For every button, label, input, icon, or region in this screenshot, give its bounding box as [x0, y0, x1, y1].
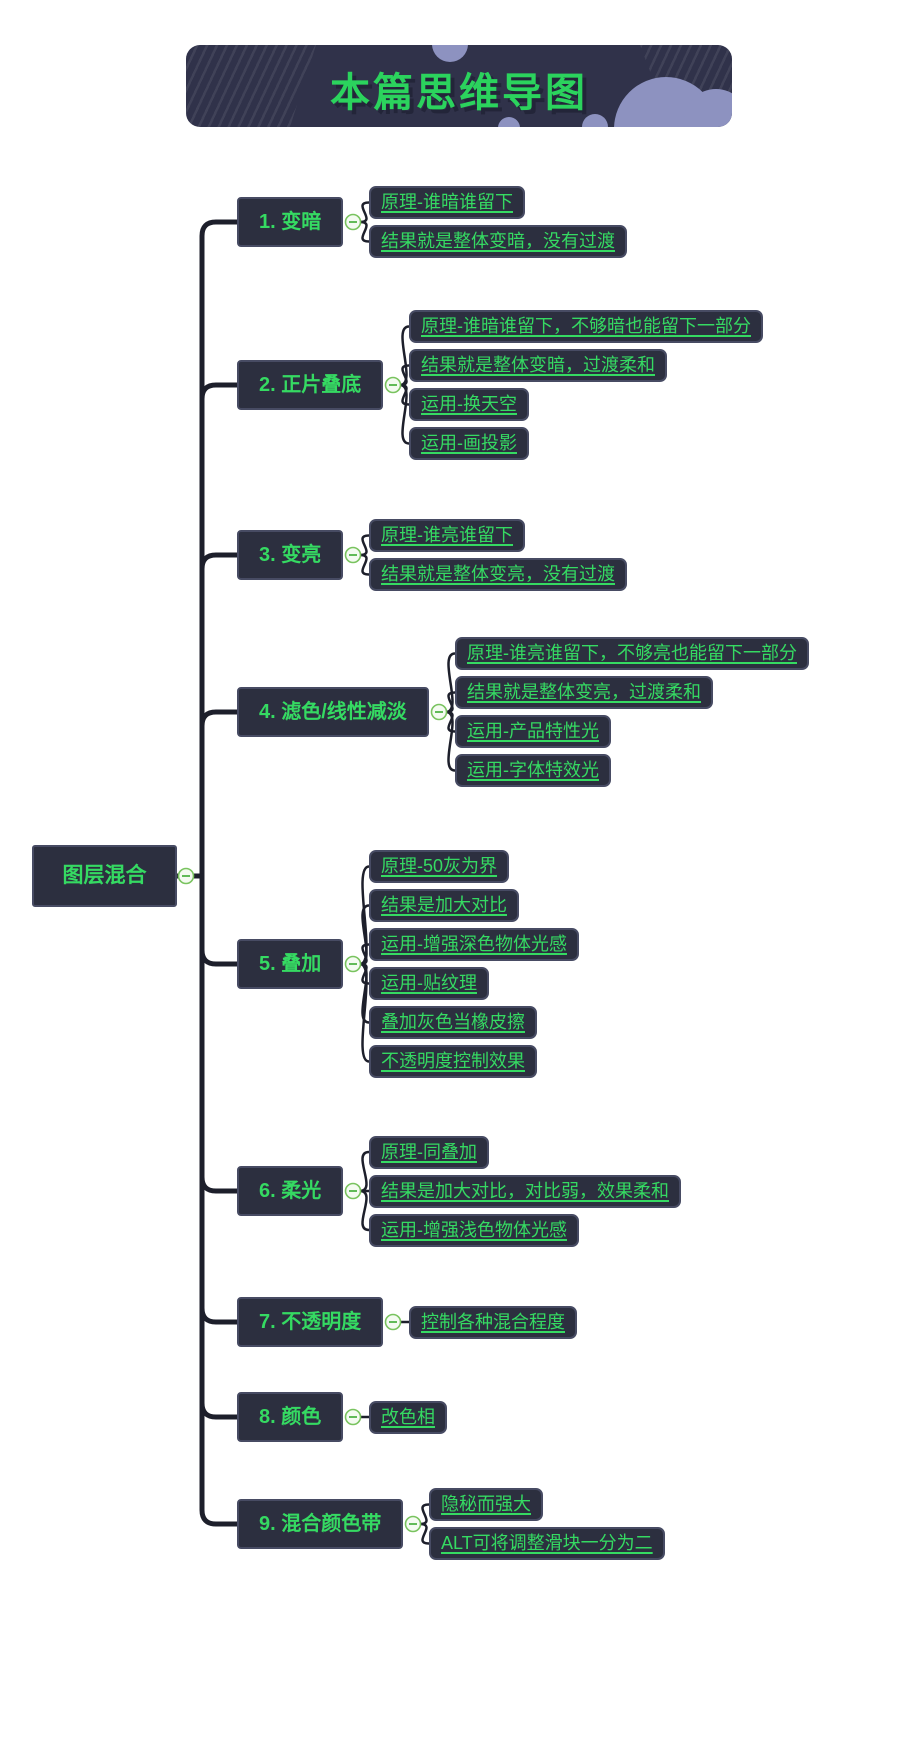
- child-node[interactable]: 运用-字体特效光: [455, 754, 611, 787]
- connector-line: [199, 709, 244, 879]
- collapse-toggle-icon[interactable]: [384, 376, 402, 394]
- title-banner: 本篇思维导图: [186, 45, 732, 127]
- collapse-toggle-icon[interactable]: [344, 955, 362, 973]
- child-node[interactable]: 运用-贴纹理: [369, 967, 489, 1000]
- branch-node[interactable]: 9. 混合颜色带: [237, 1499, 404, 1549]
- collapse-toggle-icon[interactable]: [344, 1182, 362, 1200]
- child-node[interactable]: 运用-产品特性光: [455, 715, 611, 748]
- connector-line: [199, 873, 244, 1325]
- connector-line: [398, 383, 411, 445]
- branch-node[interactable]: 5. 叠加: [237, 939, 344, 989]
- child-node[interactable]: 改色相: [369, 1400, 447, 1434]
- cloud-blob: [582, 114, 608, 127]
- child-node[interactable]: 隐秘而强大: [429, 1488, 543, 1521]
- branch-node[interactable]: 6. 柔光: [237, 1166, 344, 1216]
- cloud-blob: [432, 45, 468, 62]
- collapse-toggle-icon[interactable]: [344, 1408, 362, 1426]
- collapse-toggle-icon[interactable]: [404, 1515, 422, 1533]
- child-node[interactable]: 控制各种混合程度: [409, 1305, 577, 1339]
- connector-line: [358, 904, 371, 966]
- connector-line: [444, 710, 457, 772]
- connector-line: [418, 1503, 431, 1526]
- collapse-toggle-icon[interactable]: [344, 546, 362, 564]
- child-node[interactable]: 运用-画投影: [409, 427, 529, 460]
- collapse-toggle-icon[interactable]: [384, 1313, 402, 1331]
- connector-line: [358, 1189, 371, 1232]
- child-node[interactable]: ALT可将调整滑块一分为二: [429, 1527, 665, 1560]
- branch-node[interactable]: 7. 不透明度: [237, 1297, 384, 1347]
- collapse-toggle-icon[interactable]: [177, 867, 195, 885]
- child-node[interactable]: 原理-50灰为界: [369, 850, 510, 883]
- branch-node[interactable]: 3. 变亮: [237, 530, 344, 580]
- child-node[interactable]: 原理-谁亮谁留下: [369, 519, 525, 552]
- connector-line: [199, 873, 244, 1194]
- collapse-toggle-icon[interactable]: [344, 213, 362, 231]
- child-node[interactable]: 结果就是整体变暗，没有过渡: [369, 225, 627, 258]
- child-node[interactable]: 结果是加大对比，对比弱，效果柔和: [369, 1174, 681, 1208]
- child-node[interactable]: 结果就是整体变暗，过渡柔和: [409, 349, 667, 382]
- connector-line: [199, 382, 244, 879]
- connector-line: [199, 873, 244, 967]
- connector-line: [199, 552, 244, 879]
- connector-line: [418, 1522, 431, 1545]
- branch-node[interactable]: 2. 正片叠底: [237, 360, 384, 410]
- connector-line: [358, 962, 371, 1063]
- connector-line: [358, 220, 371, 243]
- child-node[interactable]: 运用-增强深色物体光感: [369, 928, 579, 961]
- collapse-toggle-icon[interactable]: [430, 703, 448, 721]
- connector-line: [358, 534, 371, 557]
- connector-line: [199, 873, 244, 1420]
- branch-node[interactable]: 1. 变暗: [237, 197, 344, 247]
- root-node[interactable]: 图层混合: [32, 845, 177, 907]
- cloud-blob: [498, 117, 520, 127]
- page-title: 本篇思维导图: [330, 71, 588, 115]
- child-node[interactable]: 结果就是整体变亮，过渡柔和: [455, 676, 713, 709]
- child-node[interactable]: 原理-谁亮谁留下，不够亮也能留下一部分: [455, 637, 809, 670]
- child-node[interactable]: 原理-同叠加: [369, 1135, 489, 1169]
- connector-line: [358, 553, 371, 576]
- child-node[interactable]: 运用-增强浅色物体光感: [369, 1213, 579, 1247]
- branch-node[interactable]: 8. 颜色: [237, 1392, 344, 1442]
- connector-line: [358, 201, 371, 224]
- connector-line: [199, 219, 244, 879]
- branch-node[interactable]: 4. 滤色/线性减淡: [237, 687, 429, 737]
- child-node[interactable]: 叠加灰色当橡皮擦: [369, 1006, 537, 1039]
- connector-line: [199, 873, 244, 1527]
- child-node[interactable]: 结果就是整体变亮，没有过渡: [369, 558, 627, 591]
- connector-line: [444, 652, 457, 714]
- connector-line: [398, 325, 411, 387]
- connector-line: [358, 1150, 371, 1193]
- child-node[interactable]: 不透明度控制效果: [369, 1045, 537, 1078]
- child-node[interactable]: 运用-换天空: [409, 388, 529, 421]
- child-node[interactable]: 原理-谁暗谁留下，不够暗也能留下一部分: [409, 310, 763, 343]
- child-node[interactable]: 结果是加大对比: [369, 889, 519, 922]
- child-node[interactable]: 原理-谁暗谁留下: [369, 186, 525, 219]
